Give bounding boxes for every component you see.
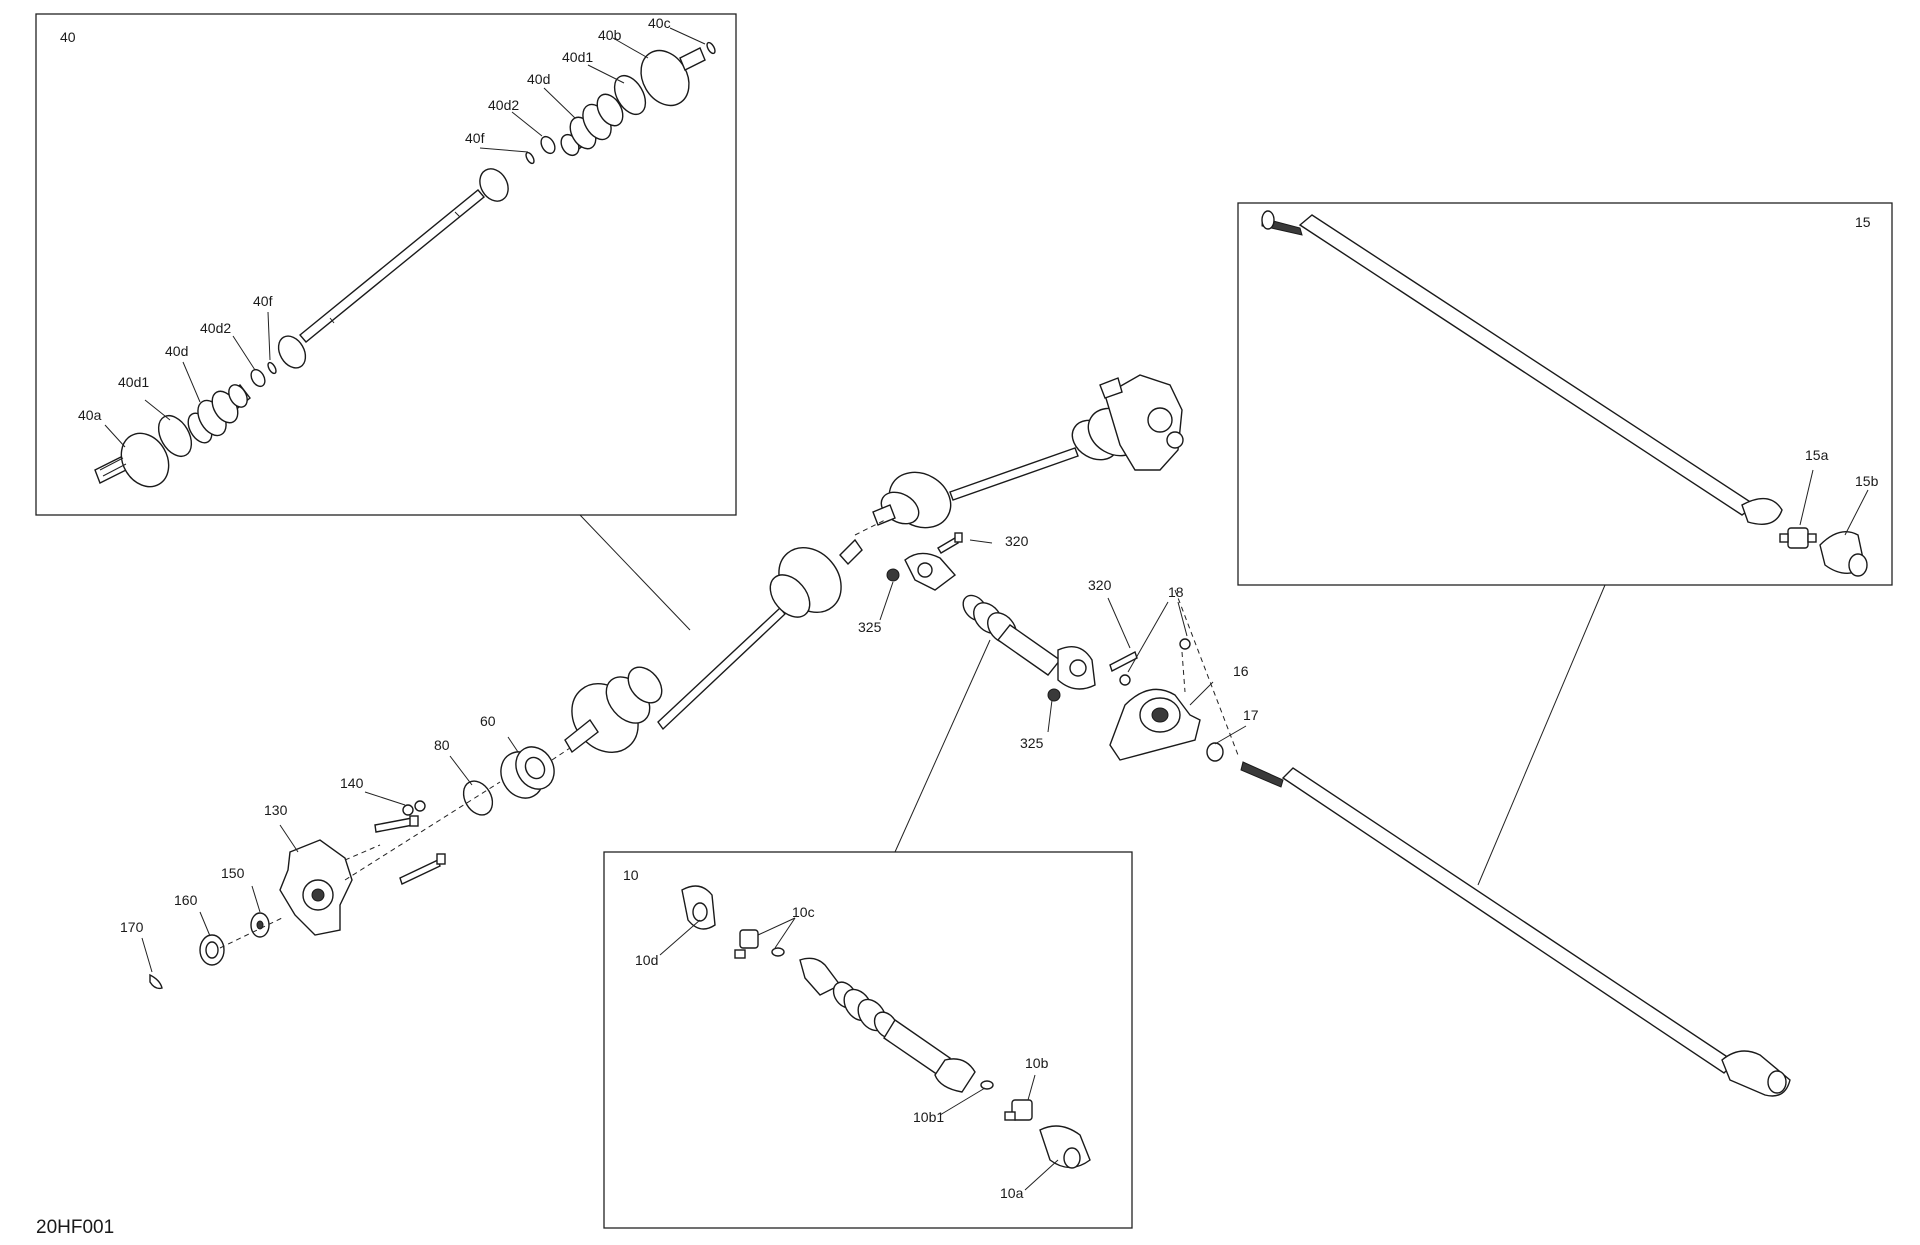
part-rear-drive-shaft[interactable] xyxy=(558,535,863,765)
callout-160: 160 xyxy=(174,892,198,908)
part-40-shaft[interactable] xyxy=(299,189,485,343)
part-40f-circlip-lower[interactable] xyxy=(266,361,277,375)
callout-40d: 40d xyxy=(527,71,550,87)
callout-40f: 40f xyxy=(253,293,273,309)
part-16-carrier-bearing[interactable] xyxy=(1109,688,1201,761)
part-320-bolt-lower[interactable] xyxy=(1109,651,1138,672)
diagram-code: 20HF001 xyxy=(36,1217,114,1238)
callout-320: 320 xyxy=(1005,533,1029,549)
part-40d1-clamp-upper[interactable] xyxy=(608,70,652,119)
callout-10b1: 10b1 xyxy=(913,1109,944,1125)
part-325-nut-upper[interactable] xyxy=(886,568,900,582)
part-18-nut-a[interactable] xyxy=(1119,674,1131,686)
inset-box-40 xyxy=(35,13,737,631)
part-15-shaft-assembled[interactable] xyxy=(1240,761,1791,1097)
callout-325: 325 xyxy=(1020,735,1044,751)
inset-box-15 xyxy=(1237,202,1893,886)
part-10a-yoke[interactable] xyxy=(1039,1125,1091,1169)
callout-labels: 40 40a 40d1 40d 40d2 40f 40f 40d2 40d 40… xyxy=(36,15,1879,1238)
part-40c-circlip[interactable] xyxy=(705,41,716,55)
part-15-yoke[interactable] xyxy=(1741,497,1783,525)
callout-40d: 40d xyxy=(165,343,188,359)
part-10c-circlip[interactable] xyxy=(771,947,785,957)
callout-15a: 15a xyxy=(1805,447,1829,463)
callout-170: 170 xyxy=(120,919,144,935)
part-40a-outer-joint[interactable] xyxy=(94,425,178,495)
part-10c-cross[interactable] xyxy=(734,929,759,959)
callout-40: 40 xyxy=(60,29,76,45)
part-325-nut-lower[interactable] xyxy=(1047,688,1061,702)
leaders-box-40 xyxy=(104,27,706,448)
part-10-shaft[interactable] xyxy=(799,957,976,1093)
inset-box-10 xyxy=(603,639,1133,1229)
part-60-bearing[interactable] xyxy=(493,740,562,806)
assembly-lines xyxy=(219,519,1239,949)
callout-40c: 40c xyxy=(648,15,671,31)
part-130-knuckle[interactable] xyxy=(279,839,353,936)
part-80-circlip[interactable] xyxy=(458,776,499,820)
callout-40b: 40b xyxy=(598,27,622,43)
callout-40d2: 40d2 xyxy=(200,320,231,336)
part-10d-yoke[interactable] xyxy=(681,885,716,930)
part-40d2-clamp-upper[interactable] xyxy=(538,134,557,156)
callout-17: 17 xyxy=(1243,707,1259,723)
part-15b-yoke[interactable] xyxy=(1819,531,1868,577)
part-40-cage-lower[interactable] xyxy=(273,331,311,372)
inset-10-leader xyxy=(894,639,991,853)
callout-40f: 40f xyxy=(465,130,485,146)
part-170-cotter-pin[interactable] xyxy=(149,973,163,990)
part-10b1-circlip[interactable] xyxy=(980,1080,994,1090)
callout-140: 140 xyxy=(340,775,364,791)
callout-10d: 10d xyxy=(635,952,658,968)
part-10-shaft-assembled[interactable] xyxy=(904,552,1096,690)
part-40d-boot-upper[interactable] xyxy=(558,90,628,159)
part-160-nut[interactable] xyxy=(199,934,225,966)
callout-18: 18 xyxy=(1168,584,1184,600)
inset-40-leader xyxy=(579,514,691,631)
leaders-main xyxy=(141,539,1247,973)
part-40-cage-upper[interactable] xyxy=(474,164,514,206)
part-40d1-clamp-lower[interactable] xyxy=(152,410,198,462)
part-15a-cross[interactable] xyxy=(1779,527,1817,549)
callout-15: 15 xyxy=(1855,214,1871,230)
callout-10a: 10a xyxy=(1000,1185,1024,1201)
callout-15b: 15b xyxy=(1855,473,1879,489)
callout-320: 320 xyxy=(1088,577,1112,593)
inset-frame-15 xyxy=(1237,202,1893,586)
callout-60: 60 xyxy=(480,713,496,729)
inset-15-leader xyxy=(1477,584,1606,886)
part-40d-boot-lower[interactable] xyxy=(183,382,251,447)
part-18-nut-b[interactable] xyxy=(1179,638,1191,650)
callout-80: 80 xyxy=(434,737,450,753)
callout-10: 10 xyxy=(623,867,639,883)
callout-16: 16 xyxy=(1233,663,1249,679)
part-40b-inner-joint[interactable] xyxy=(631,42,706,114)
callout-325: 325 xyxy=(858,619,882,635)
part-140-bolts[interactable] xyxy=(374,800,446,885)
callout-40a: 40a xyxy=(78,407,102,423)
callout-40d1: 40d1 xyxy=(562,49,593,65)
callout-40d1: 40d1 xyxy=(118,374,149,390)
callout-40d2: 40d2 xyxy=(488,97,519,113)
inset-frame-10 xyxy=(603,851,1133,1229)
part-differential[interactable] xyxy=(1099,374,1184,471)
part-10b-cross[interactable] xyxy=(1004,1099,1033,1121)
part-front-drive-shaft[interactable] xyxy=(872,399,1150,539)
part-150-washer[interactable] xyxy=(250,912,270,938)
part-15-shaft[interactable] xyxy=(1261,210,1757,516)
callout-10c: 10c xyxy=(792,904,815,920)
inset-frame-40 xyxy=(35,13,737,516)
callout-130: 130 xyxy=(264,802,288,818)
part-40f-circlip-upper[interactable] xyxy=(524,151,535,165)
callout-10b: 10b xyxy=(1025,1055,1049,1071)
part-40d2-clamp-lower[interactable] xyxy=(248,367,267,389)
part-17-circlip[interactable] xyxy=(1206,742,1224,762)
part-320-bolt-upper[interactable] xyxy=(937,532,963,554)
callout-150: 150 xyxy=(221,865,245,881)
